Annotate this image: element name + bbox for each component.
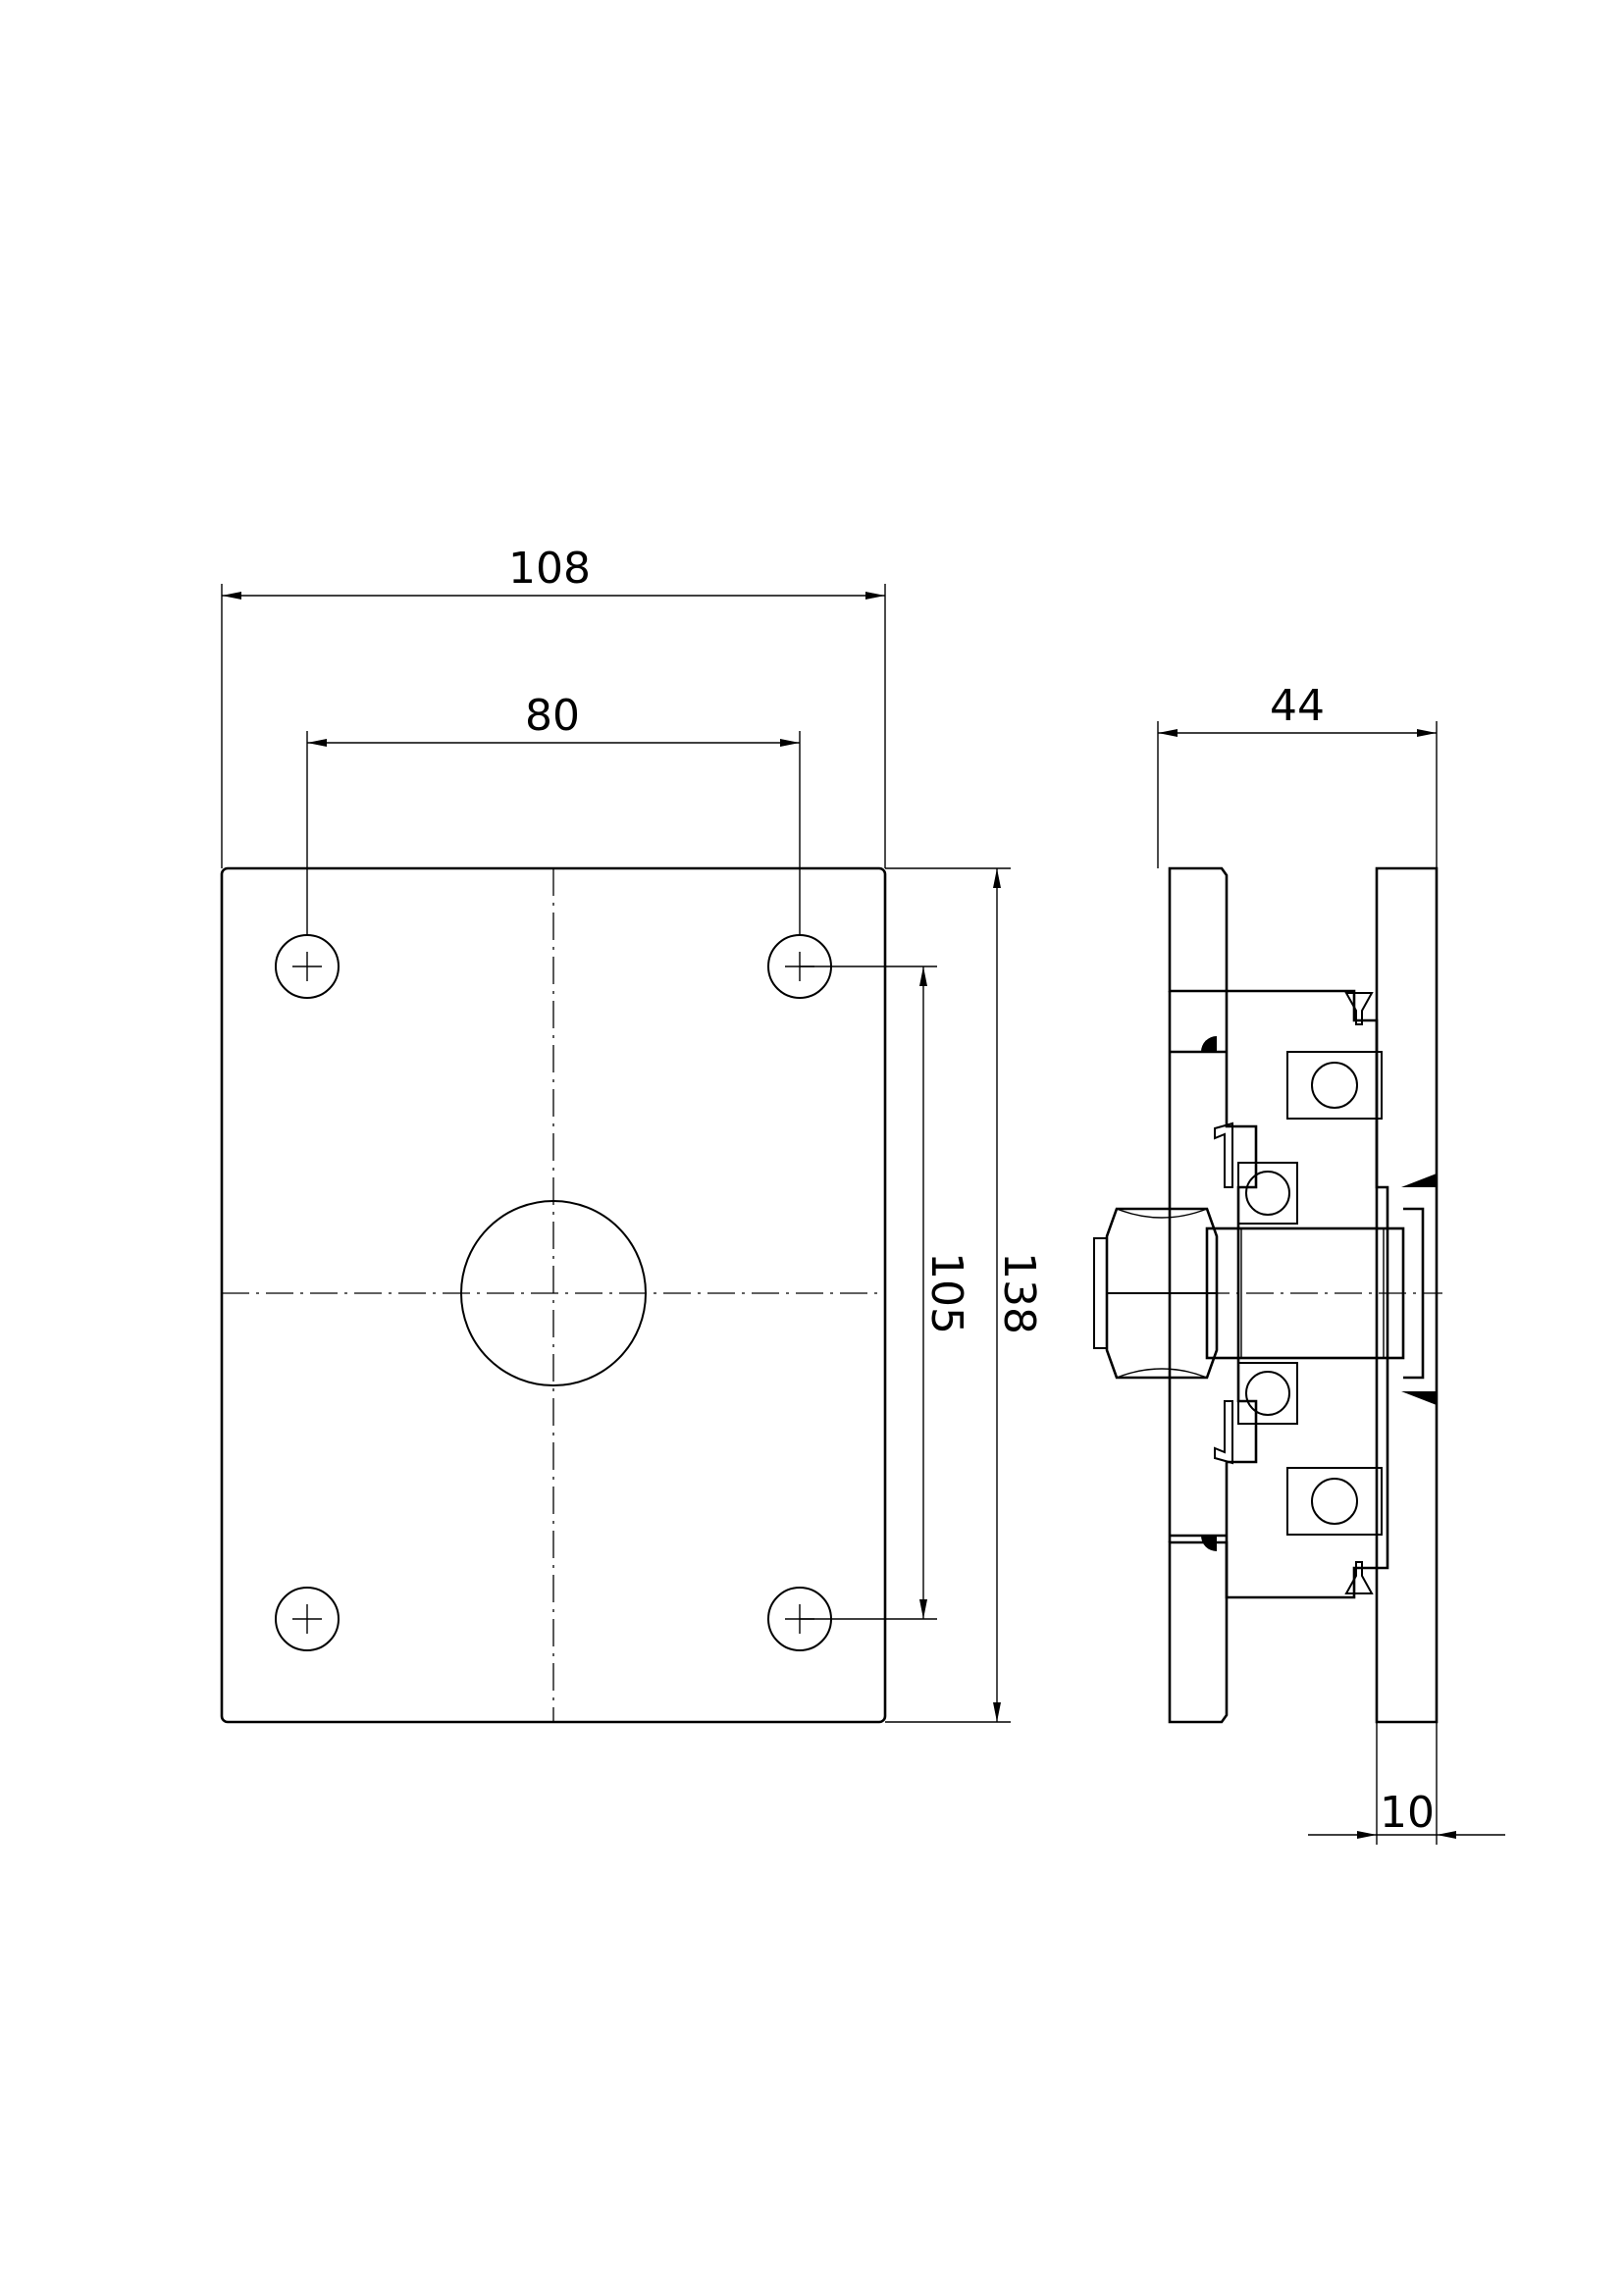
hex-nut xyxy=(1093,1207,1219,1380)
outer-bearing-top xyxy=(1286,1051,1383,1120)
dimension-hole-spacing-x: 80 xyxy=(306,691,801,935)
seal-ring-bottom xyxy=(1214,1400,1233,1465)
hub-body xyxy=(1225,989,1379,1599)
seal-ring-top xyxy=(1214,1122,1233,1188)
dimension-label-44: 44 xyxy=(1270,681,1325,731)
mounting-hole-bottom-left xyxy=(275,1587,340,1651)
inner-bearing-top xyxy=(1237,1162,1298,1225)
dimension-plate-height: 138 xyxy=(885,867,1044,1723)
dimension-flange-thickness: 10 xyxy=(1308,1722,1505,1845)
mounting-hole-top-left xyxy=(275,934,340,999)
dimension-label-10: 10 xyxy=(1380,1788,1435,1838)
outer-bearing-bottom xyxy=(1286,1467,1383,1536)
center-hole xyxy=(460,1200,647,1386)
dimension-label-138: 138 xyxy=(994,1252,1044,1334)
inner-bearing-bottom xyxy=(1237,1362,1298,1425)
dimension-label-80: 80 xyxy=(525,691,580,741)
dimension-hole-spacing-y: 105 xyxy=(800,965,971,1620)
front-view: 108 80 138 105 xyxy=(220,544,1044,1724)
dimension-plate-width: 108 xyxy=(221,544,886,868)
dimension-assembly-depth: 44 xyxy=(1157,681,1438,868)
countersunk-screw-bottom xyxy=(1344,1561,1374,1594)
left-flange xyxy=(1168,866,1229,1724)
dimension-label-105: 105 xyxy=(921,1252,971,1334)
right-flange xyxy=(1375,866,1439,1724)
section-view: 44 10 xyxy=(1093,681,1505,1845)
countersunk-screw-top xyxy=(1344,992,1374,1025)
dimension-label-108: 108 xyxy=(508,544,591,594)
